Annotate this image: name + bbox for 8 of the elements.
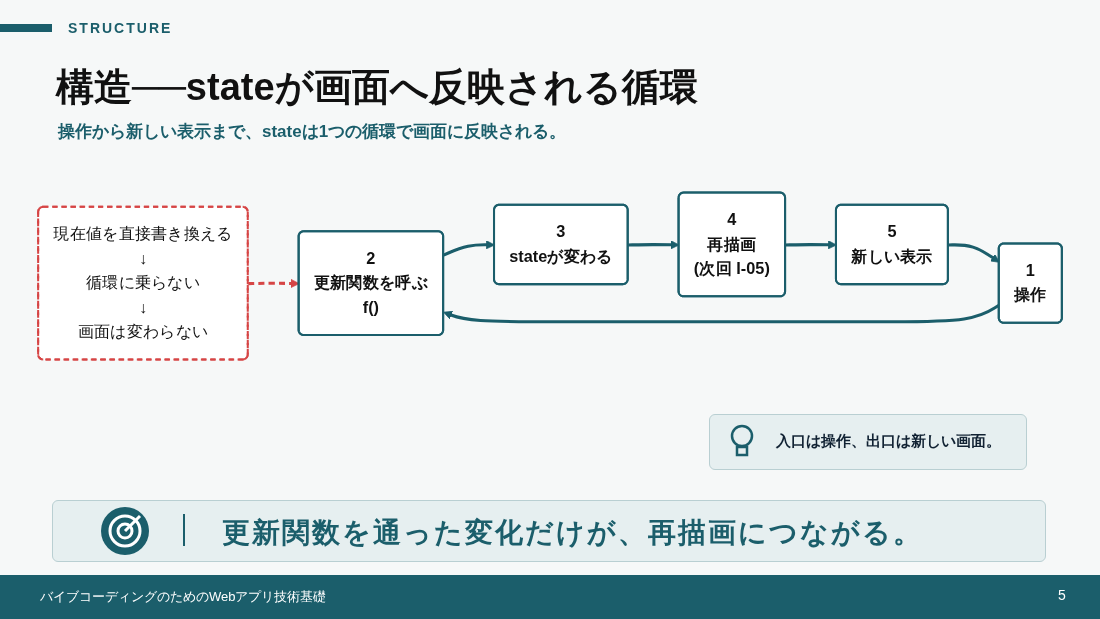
arrow [443, 240, 495, 257]
tip-text: 入口は操作、出口は新しい画面。 [776, 432, 1001, 451]
subtitle: 操作から新しい表示まで、stateは1つの循環で画面に反映される。 [58, 121, 567, 143]
slide-title: 構造──stateが画面へ反映される循環 [56, 65, 698, 110]
page-number: 5 [1058, 587, 1066, 603]
footer-text: バイブコーディングのためのWebアプリ技術基礎 [40, 588, 327, 606]
section-label: STRUCTURE [68, 20, 173, 36]
key-message: 更新関数を通った変化だけが、再描画につながる。 [222, 516, 923, 550]
